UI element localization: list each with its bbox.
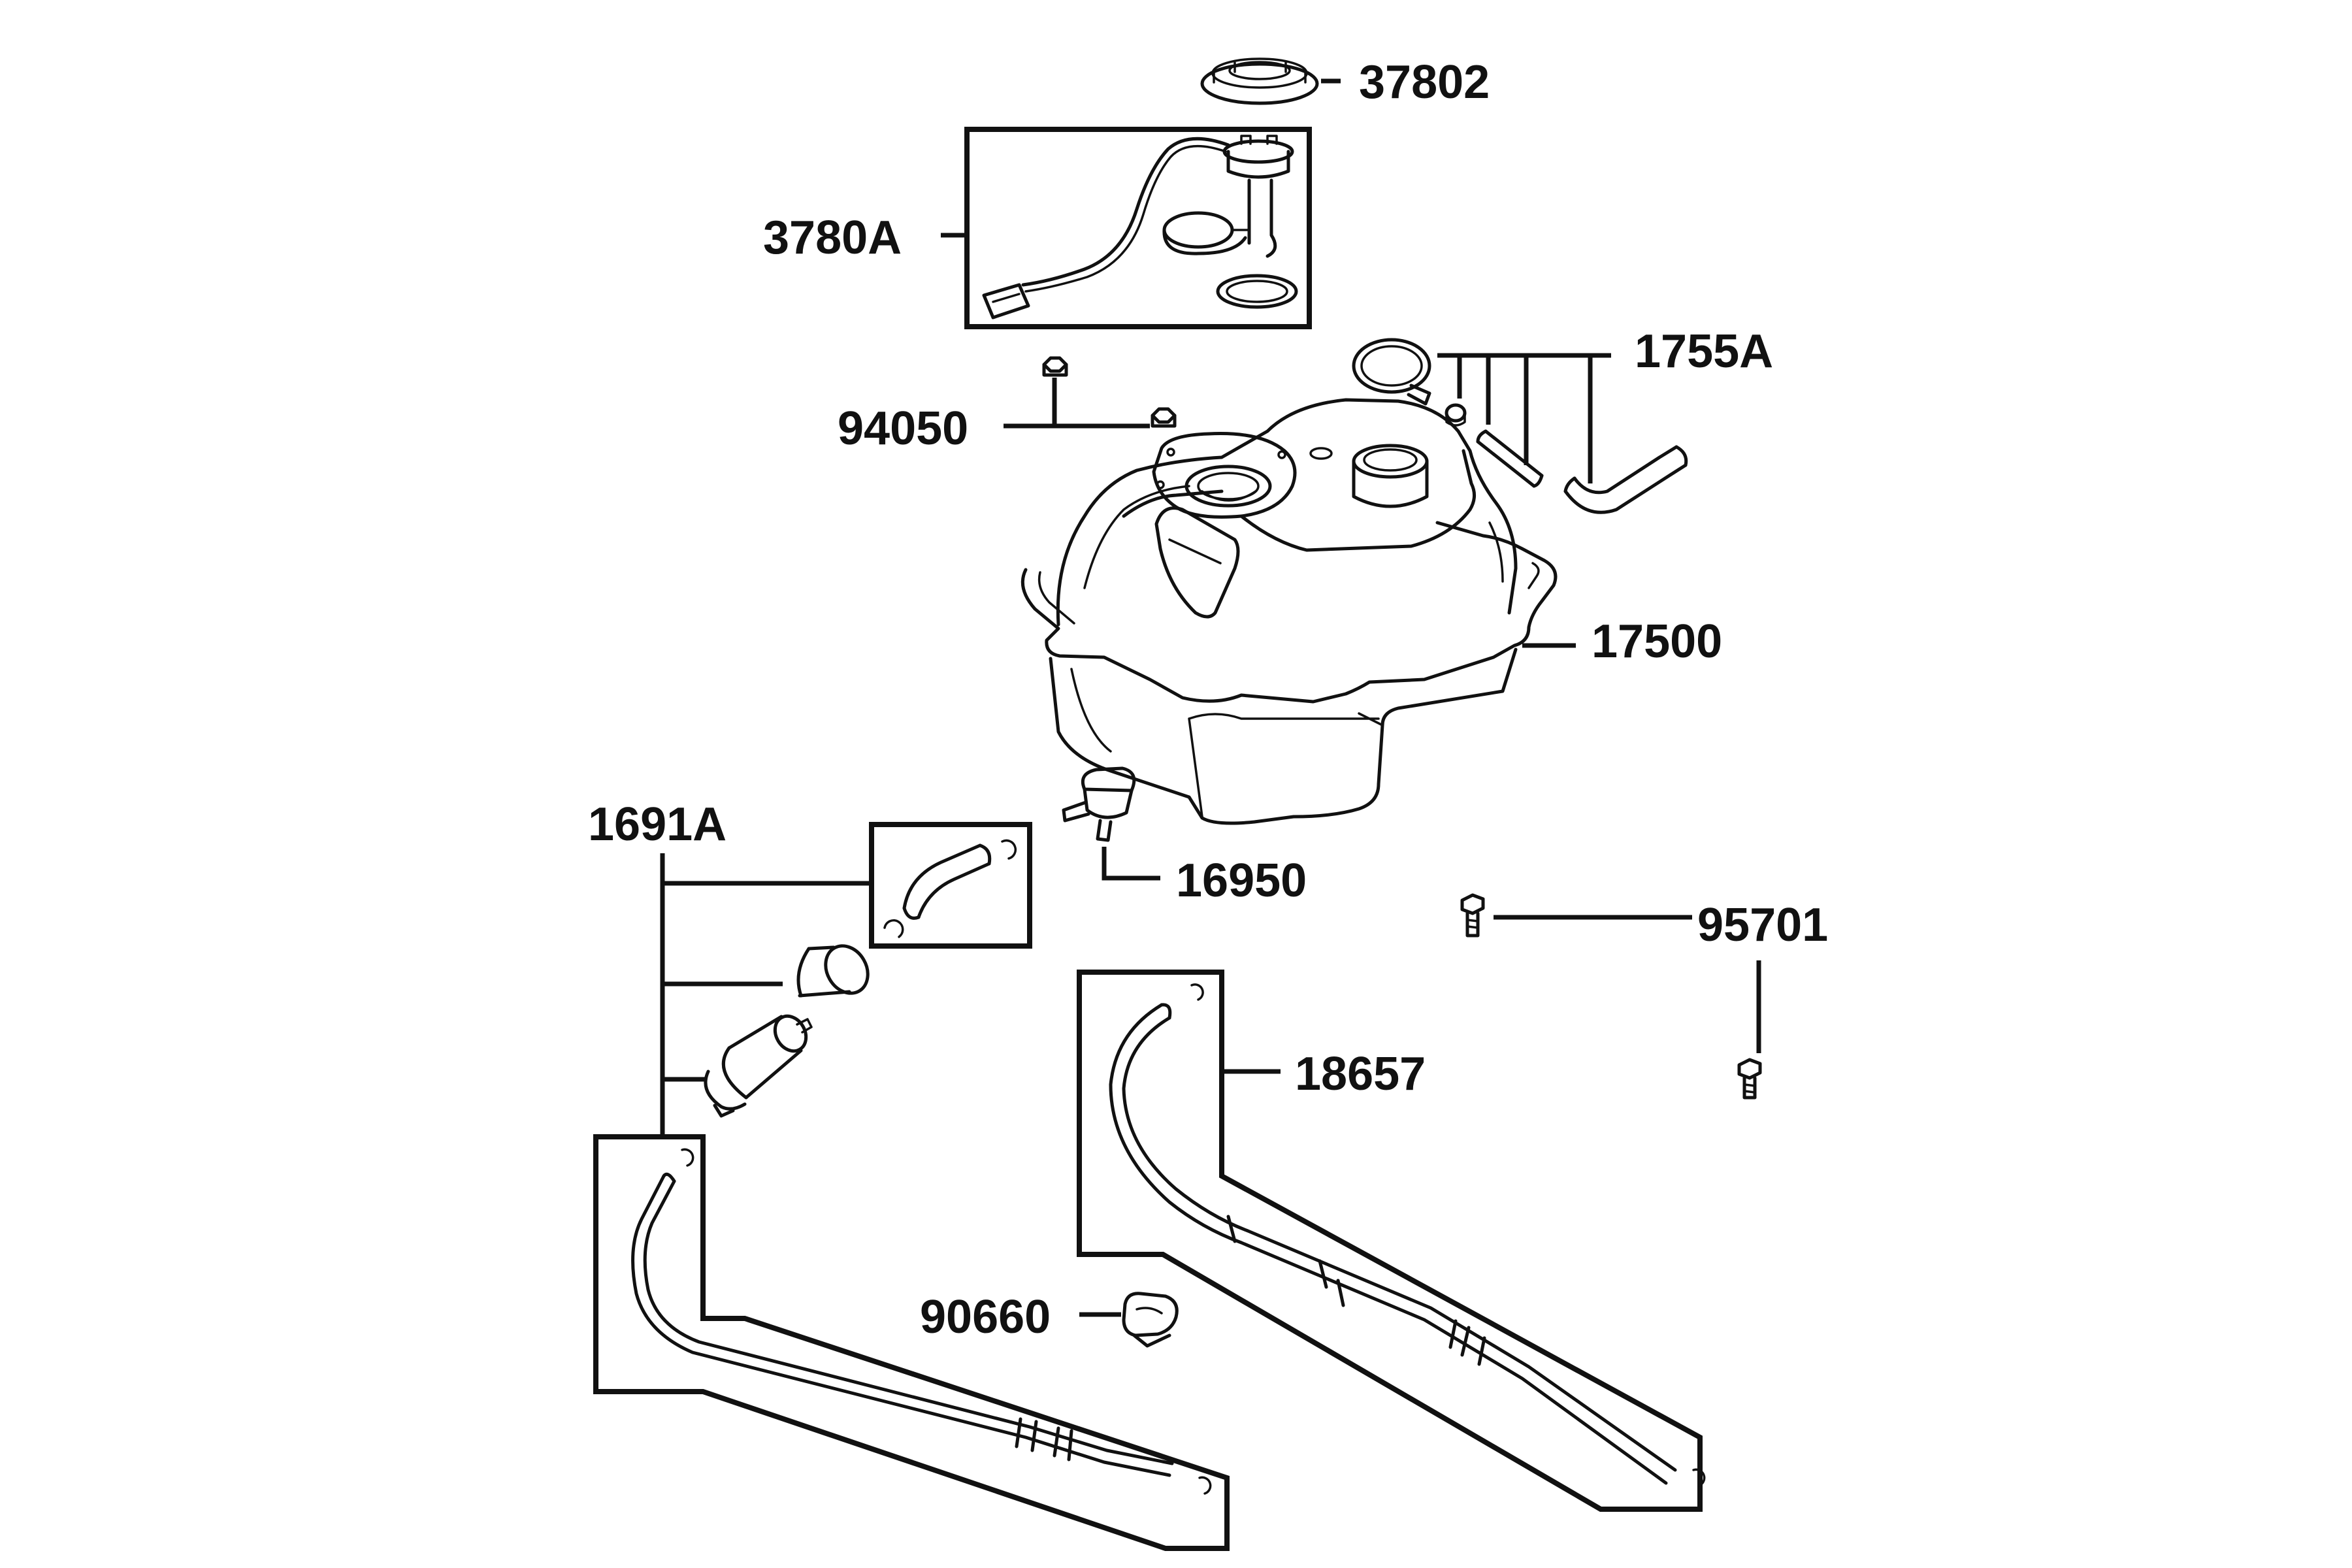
label-94050: 94050 [838,402,968,455]
leader-95701 [1494,915,1761,1053]
box-18657 [1077,970,1703,1512]
leader-94050 [1004,378,1150,429]
label-90660: 90660 [920,1291,1051,1343]
part-3780A-fuel-pump [982,135,1298,319]
part-37802-lock-ring [1200,57,1319,105]
label-1755A: 1755A [1635,325,1773,378]
leader-1691A [660,853,872,1137]
leader-16950 [1102,847,1160,881]
part-1691A-short-hose [883,839,1017,938]
part-1755A-clamp-and-hoses [1352,338,1688,514]
part-1691A-fuel-filter [704,1014,813,1118]
label-1691A: 1691A [588,798,727,851]
part-95701-bolts [1460,893,1762,1100]
box-1691A-long-hose [593,1134,1230,1551]
label-18657: 18657 [1295,1048,1426,1100]
label-37802: 37802 [1359,56,1490,108]
leader-1755A [1437,353,1611,483]
part-17500-fuel-tank [1021,398,1558,842]
box-3780A [964,127,1312,329]
label-16950: 16950 [1176,855,1307,907]
part-18657-hose [1109,983,1706,1487]
box-1691A-hose [869,822,1032,949]
part-1691A-sleeve [796,944,870,998]
part-1691A-long-hose [631,1148,1212,1495]
label-95701: 95701 [1697,899,1828,951]
label-17500: 17500 [1592,615,1722,668]
part-90660-clip [1122,1292,1179,1348]
part-94050-nuts [1042,356,1177,428]
label-3780A: 3780A [763,212,902,264]
